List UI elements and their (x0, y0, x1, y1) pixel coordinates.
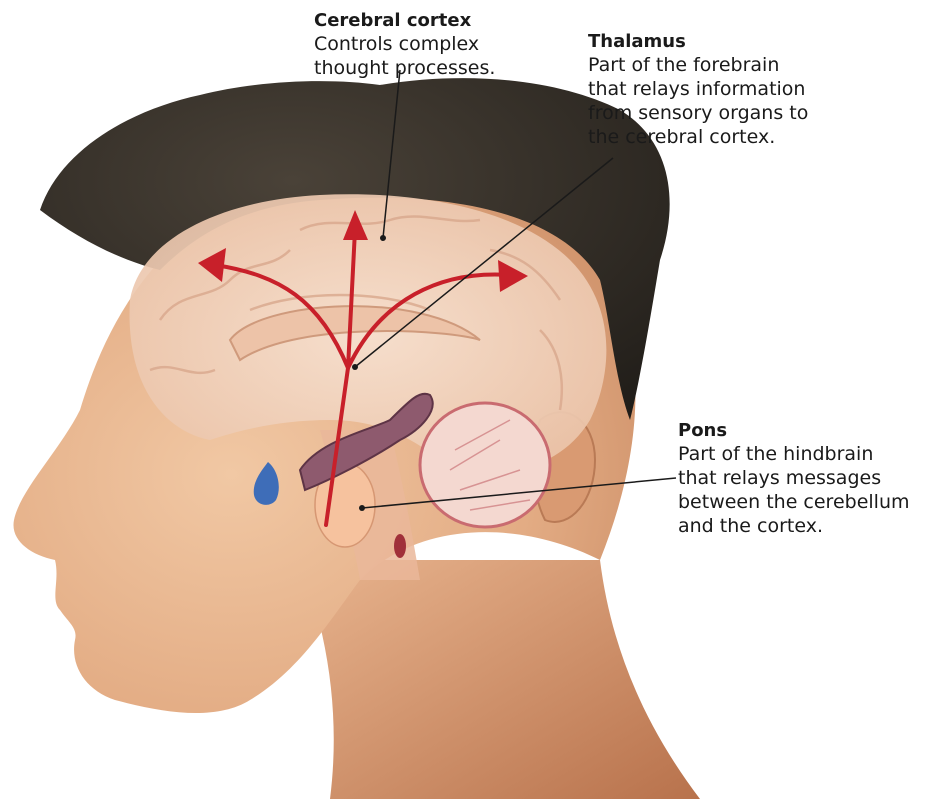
thalamus-description: Part of the forebrain that relays inform… (588, 53, 838, 149)
cerebral-cortex-label: Cerebral cortex Controls complex thought… (314, 9, 544, 80)
cerebellum (420, 403, 550, 527)
thalamus-label: Thalamus Part of the forebrain that rela… (588, 30, 838, 149)
cerebral-cortex-description: Controls complex thought processes. (314, 32, 544, 80)
pons-title: Pons (678, 419, 928, 442)
thalamus-title: Thalamus (588, 30, 838, 53)
small-structure (394, 534, 406, 558)
cerebral-cortex-title: Cerebral cortex (314, 9, 544, 32)
pons-label: Pons Part of the hindbrain that relays m… (678, 419, 928, 538)
neck-shape (300, 560, 700, 799)
pons-description: Part of the hindbrain that relays messag… (678, 442, 928, 538)
